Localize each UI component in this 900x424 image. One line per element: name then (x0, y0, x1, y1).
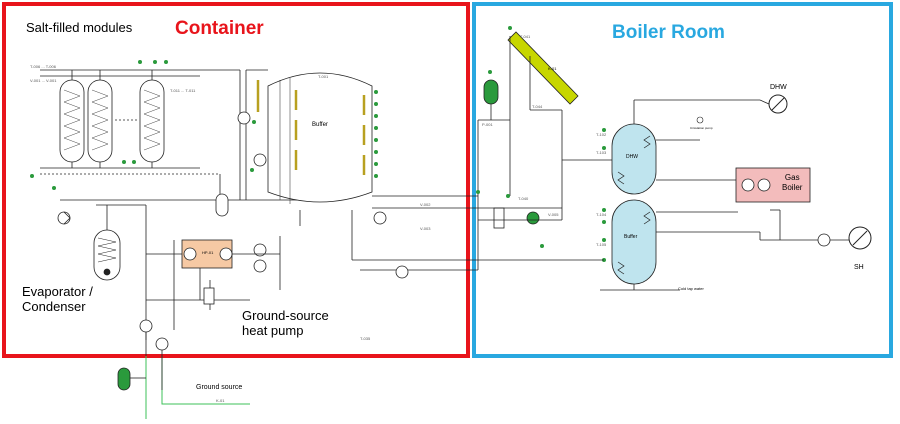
container-title: Container (175, 18, 264, 39)
ground-loop-pumps (139, 319, 169, 351)
sh-output-label: SH (854, 264, 864, 271)
tag-t-035: T-035 (360, 336, 371, 341)
tag-v-003: V-003 (420, 226, 431, 231)
tag-v-002: V-002 (420, 202, 431, 207)
gas-boiler-label: Gas Boiler (782, 173, 803, 192)
buffer-coils (256, 80, 366, 175)
boiler-exp-vessel (483, 79, 499, 105)
tag-k-01: K-01 (216, 398, 225, 403)
heat-pump-circles (183, 243, 267, 273)
buffer-container-label: Buffer (312, 122, 328, 128)
evaporator-label: Evaporator / Condenser (22, 284, 93, 314)
tag-t-040: T-040 (518, 196, 529, 201)
solar-pipes (477, 36, 563, 270)
cold-tap-label: Cold tap water (678, 286, 704, 291)
salt-module-group (59, 79, 165, 163)
tag-v-001: V-001 ... V-001 (30, 78, 57, 83)
tag-t-103: T-103 (596, 150, 607, 155)
tag-p-001: P-001 (482, 122, 493, 127)
exp-vessel-small (215, 193, 229, 217)
boiler-valve-dots (476, 26, 606, 262)
tank-coils (617, 135, 651, 275)
gas-boiler-pumps (741, 178, 771, 192)
heat-pump-label: Ground-source heat pump (242, 308, 329, 338)
buffer-pipes (245, 69, 478, 271)
tag-t-041: T-041 (520, 34, 531, 39)
boiler-room-frame (472, 2, 893, 358)
boiler-hx-pipes (478, 159, 612, 261)
solar-collector (507, 31, 579, 105)
tag-t-001: T-001 (318, 74, 329, 79)
tag-t-044: T-044 (532, 104, 543, 109)
solar-collector-label: K-01 (548, 66, 557, 71)
circulation-pump-label: Circulation pump (690, 126, 713, 130)
tag-v-005: V-005 (548, 212, 559, 217)
tag-t-104: T-104 (596, 212, 607, 217)
module-valve-circles (30, 60, 168, 190)
circulation-pump (696, 116, 704, 124)
dhw-tank-label: DHW (626, 154, 638, 160)
hx-small (203, 287, 215, 305)
tag-t-105: T-105 (596, 242, 607, 247)
tag-t-102: T-102 (596, 132, 607, 137)
sh-pump (817, 233, 831, 247)
tank-pipes (600, 99, 818, 291)
buffer-sensors (250, 90, 378, 178)
container-buffer-tank (267, 72, 373, 204)
tag-t-011: T-011 ... T-011 (170, 88, 196, 93)
evap-pump (57, 211, 71, 225)
ground-exp-vessel (117, 367, 131, 391)
boiler-hx (493, 207, 505, 229)
tag-t-006: T-006 ... T-006 (30, 64, 56, 69)
heat-pump-pipes (146, 236, 281, 330)
buffer-tank-label: Buffer (624, 234, 638, 240)
dhw-output-label: DHW (770, 84, 787, 91)
buffer-pumps (237, 111, 409, 279)
hp-tag-label: HP-01 (202, 250, 214, 255)
container-frame (2, 2, 470, 358)
manifold-lines (40, 69, 300, 201)
ground-source-label: Ground source (196, 384, 243, 391)
ground-loop-black (130, 332, 163, 390)
solar-pump (526, 211, 540, 225)
boiler-room-title: Boiler Room (612, 22, 725, 43)
salt-modules-label: Salt-filled modules (26, 20, 133, 35)
evaporator (93, 204, 147, 340)
